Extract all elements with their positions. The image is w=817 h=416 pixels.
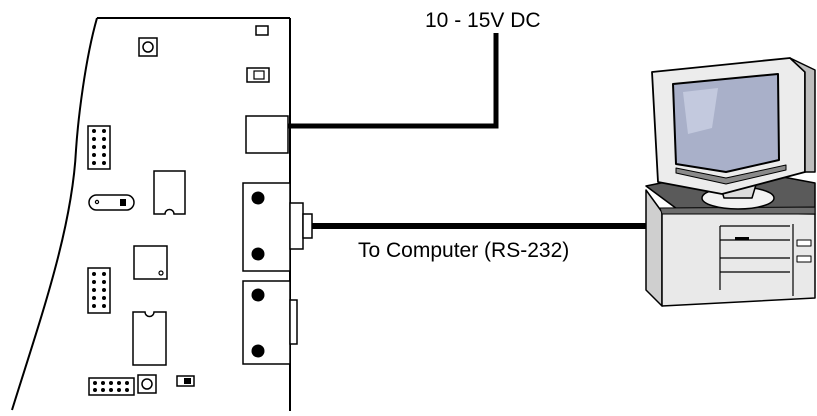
desktop-computer-icon	[645, 57, 816, 307]
power-supply-label: 10 - 15V DC	[425, 9, 541, 32]
power-cable	[288, 33, 499, 129]
pin-header-upper	[87, 125, 111, 170]
chip-lower	[132, 311, 167, 366]
pin-header-upper-pins	[92, 129, 106, 165]
chip-square	[133, 245, 168, 280]
pin-header-lower	[87, 267, 111, 314]
slide-switch	[246, 67, 270, 83]
serial-connection-label: To Computer (RS-232)	[358, 239, 570, 262]
computer-case-front	[645, 189, 663, 307]
serial-connector-upper	[242, 182, 313, 272]
chip-upper	[153, 170, 186, 215]
crystal	[88, 194, 135, 211]
jumper	[176, 375, 195, 387]
power-jack	[245, 115, 289, 154]
pin-header-lower-pins	[92, 272, 106, 308]
pin-header-bottom	[88, 377, 135, 396]
reset-button	[138, 37, 158, 57]
program-button	[137, 374, 157, 394]
small-switch	[255, 25, 269, 36]
board-outline	[11, 17, 98, 411]
serial-connector-lower	[242, 280, 298, 365]
circuit-board-icon	[11, 17, 313, 411]
pin-header-bottom-pins	[93, 381, 129, 392]
